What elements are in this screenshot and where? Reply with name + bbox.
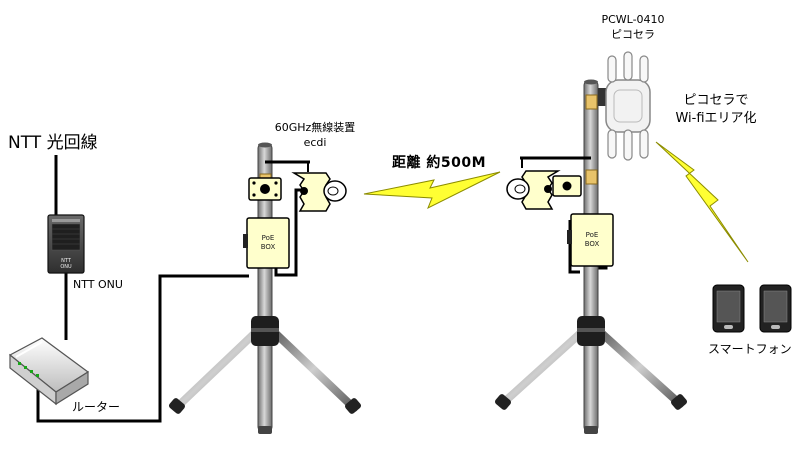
- distance-label: 距離 約500M: [392, 155, 487, 171]
- left-radio-unit: [291, 172, 347, 212]
- wifi-label-line2: Wi-fiエリア化: [675, 111, 757, 126]
- radio-label: 60GHz無線装置 ecdi: [250, 120, 380, 150]
- ntt-onu-label: NTT ONU: [73, 278, 123, 291]
- access-point-label: PCWL-0410 ピコセラ: [578, 12, 688, 42]
- ap-brand-label: ピコセラ: [611, 28, 655, 41]
- router-device: [8, 337, 90, 406]
- left-tripod-leg-right: [268, 326, 358, 412]
- right-poe-box-label: PoE BOX: [584, 231, 600, 248]
- wifi-area-label: ピコセラで Wi-fiエリア化: [656, 92, 776, 128]
- ntt-onu-device: [47, 214, 85, 274]
- right-mount-clamp-mid: [585, 169, 598, 185]
- left-tripod-leg-left: [172, 326, 262, 412]
- right-tripod-foot-center: [584, 426, 598, 434]
- router-to-poe-cable: [36, 274, 249, 423]
- smartphone-right: [759, 284, 792, 333]
- smartphone-left: [712, 284, 745, 333]
- radio-name-label: ecdi: [303, 136, 327, 149]
- ntt-fiber-label: NTT 光回線: [8, 133, 98, 153]
- smartphone-label: スマートフォン: [708, 342, 792, 356]
- wireless-link-lightning: [363, 171, 501, 210]
- radio-model-label: 60GHz無線装置: [274, 121, 356, 134]
- left-tripod-foot-right: [345, 398, 361, 414]
- wifi-label-line1: ピコセラで: [683, 93, 749, 108]
- right-tripod-leg-left: [498, 326, 588, 408]
- right-tripod-foot-left: [495, 394, 511, 410]
- right-tripod-leg-right: [594, 326, 684, 408]
- ap-model-label: PCWL-0410: [601, 13, 665, 26]
- router-label: ルーター: [72, 400, 121, 414]
- poe-to-radio-left: [274, 188, 302, 277]
- right-mount-clamp-top: [585, 94, 598, 110]
- left-tripod-foot-center: [258, 426, 272, 434]
- right-tripod-foot-right: [671, 394, 687, 410]
- onu-device-text: NTT ONU: [60, 258, 72, 270]
- left-tripod: [169, 142, 361, 434]
- left-poe-box-label: PoE BOX: [260, 234, 276, 251]
- wifi-lightning: [655, 141, 749, 263]
- access-point: [598, 51, 651, 161]
- access-point-body: [605, 79, 651, 133]
- left-tripod-foot-left: [169, 398, 185, 414]
- right-tripod: [495, 79, 687, 434]
- right-radio-unit: [506, 170, 561, 210]
